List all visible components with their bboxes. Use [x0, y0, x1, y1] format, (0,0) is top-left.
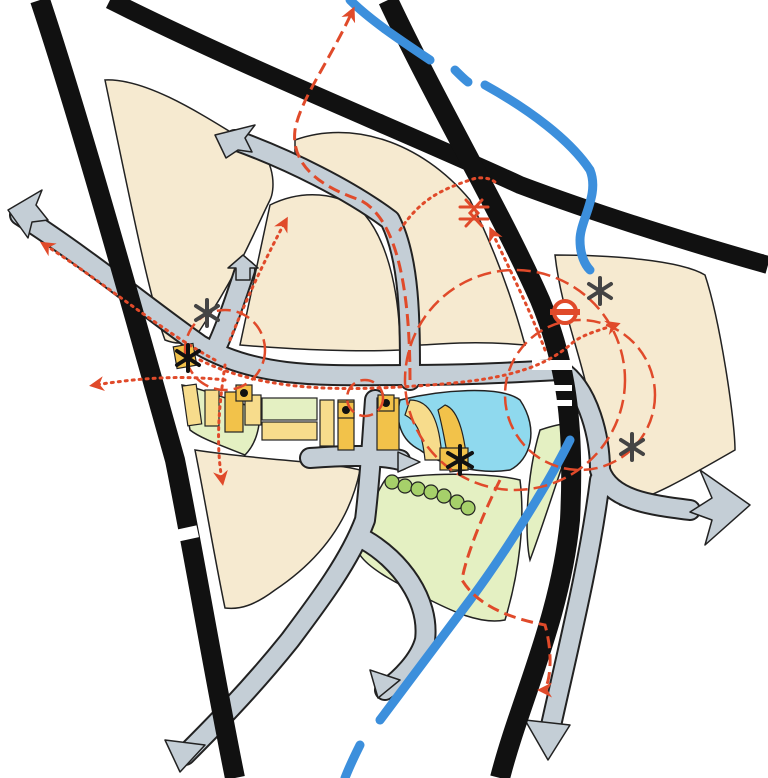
route-northwest — [228, 216, 288, 342]
asterisk-icon — [587, 276, 613, 306]
catchment-circle-station-large — [403, 268, 627, 492]
road-arrow-southwest — [164, 739, 206, 773]
river-south — [375, 435, 575, 725]
road-arrow-south — [524, 719, 571, 761]
building-block — [244, 394, 262, 426]
road-arrow-east — [689, 469, 751, 546]
building-block — [224, 391, 244, 433]
asterisk-icon — [446, 444, 474, 476]
railway-main — [378, 0, 582, 778]
route-southwest — [213, 363, 228, 486]
pedestrian-routes — [39, 176, 621, 486]
road-arrow-south-local — [369, 669, 401, 699]
catchment-circles — [183, 268, 657, 492]
building-block — [261, 397, 318, 421]
rail-station-icon — [458, 198, 490, 228]
route-station — [489, 226, 547, 352]
rivers — [340, 0, 598, 778]
road-arrow-northwest — [214, 124, 256, 159]
railway-diagonal — [105, 0, 768, 274]
route-main-street — [198, 320, 621, 391]
river-south-tail — [340, 740, 365, 778]
route-north-link — [398, 176, 497, 232]
catchment-circle-east — [503, 318, 657, 472]
river-north-segment-3 — [480, 80, 598, 275]
catchment-circle-west — [183, 308, 267, 392]
road-arrow-west — [7, 189, 49, 239]
road-arrowheads — [7, 124, 751, 773]
railways — [30, 0, 768, 778]
railway-west — [30, 0, 245, 778]
tree-row — [384, 474, 476, 516]
focus-markers — [175, 276, 645, 476]
asterisk-icon — [619, 432, 645, 462]
asterisk-icon — [175, 343, 201, 373]
building-block — [204, 389, 220, 427]
road-arrow-north-spur — [227, 254, 259, 281]
catchment-circle-center — [345, 378, 385, 418]
route-west-2 — [89, 376, 227, 392]
building-block — [261, 421, 318, 441]
route-north — [293, 6, 412, 381]
underground-roundel-icon — [550, 299, 580, 325]
route-south — [460, 479, 553, 698]
river-north-segment-1 — [345, 0, 435, 65]
building-block — [181, 383, 203, 427]
river-north-segment-2 — [450, 65, 473, 87]
building-block — [319, 399, 335, 447]
route-west — [39, 241, 217, 362]
asterisk-icon — [194, 298, 220, 328]
road-arrow-local-east — [397, 451, 421, 473]
cycle-routes — [293, 6, 553, 698]
